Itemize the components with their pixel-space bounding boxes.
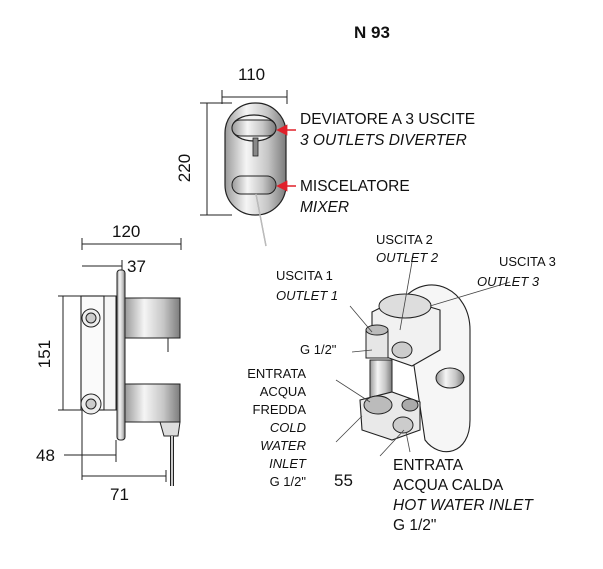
diverter-label-it: DEVIATORE A 3 USCITE xyxy=(300,111,475,128)
iso-valve-body xyxy=(359,284,471,453)
svg-text:ENTRATA: ENTRATA xyxy=(247,366,306,381)
svg-text:COLD: COLD xyxy=(270,420,306,435)
mixer-label-it: MISCELATORE xyxy=(300,178,410,195)
outlet1-label-it: USCITA 1 xyxy=(276,268,333,283)
svg-text:FREDDA: FREDDA xyxy=(253,402,307,417)
outlet2-label-en: OUTLET 2 xyxy=(376,250,439,265)
product-code: N 93 xyxy=(354,23,390,42)
svg-text:ACQUA CALDA: ACQUA CALDA xyxy=(393,477,504,494)
dim-side-48: 48 xyxy=(36,446,55,465)
outlet2-label-it: USCITA 2 xyxy=(376,232,433,247)
dim-front-width: 110 xyxy=(238,65,265,84)
dim-front-height: 220 xyxy=(175,154,194,182)
side-view: 120 37 151 48 71 xyxy=(35,222,182,504)
dim-inlet-spacing: 55 xyxy=(334,471,353,490)
svg-text:G 1/2": G 1/2" xyxy=(393,517,436,534)
mixer-label-en: MIXER xyxy=(300,199,349,216)
dim-side-37: 37 xyxy=(127,257,146,276)
outlet1-label-en: OUTLET 1 xyxy=(276,288,338,303)
dim-side-71: 71 xyxy=(110,485,129,504)
cold-inlet-label: ENTRATA ACQUA FREDDA COLD WATER INLET G … xyxy=(247,366,307,489)
svg-text:HOT WATER INLET: HOT WATER INLET xyxy=(393,497,534,514)
outlet-thread: G 1/2" xyxy=(300,342,337,357)
svg-text:INLET: INLET xyxy=(269,456,307,471)
dim-side-width: 120 xyxy=(112,222,140,241)
hot-inlet-label: ENTRATA ACQUA CALDA HOT WATER INLET G 1/… xyxy=(393,457,534,534)
svg-text:WATER: WATER xyxy=(260,438,306,453)
dim-side-height: 151 xyxy=(35,340,54,368)
mixer-knob xyxy=(231,175,277,195)
outlet3-label-it: USCITA 3 xyxy=(499,254,556,269)
svg-text:ACQUA: ACQUA xyxy=(260,384,307,399)
svg-text:G 1/2": G 1/2" xyxy=(270,474,307,489)
outlet3-label-en: OUTLET 3 xyxy=(477,274,540,289)
front-view: 110 220 DEVIATORE A 3 USCITE 3 OUTLETS D… xyxy=(175,65,475,247)
diverter-label-en: 3 OUTLETS DIVERTER xyxy=(300,132,467,149)
svg-text:ENTRATA: ENTRATA xyxy=(393,457,464,474)
